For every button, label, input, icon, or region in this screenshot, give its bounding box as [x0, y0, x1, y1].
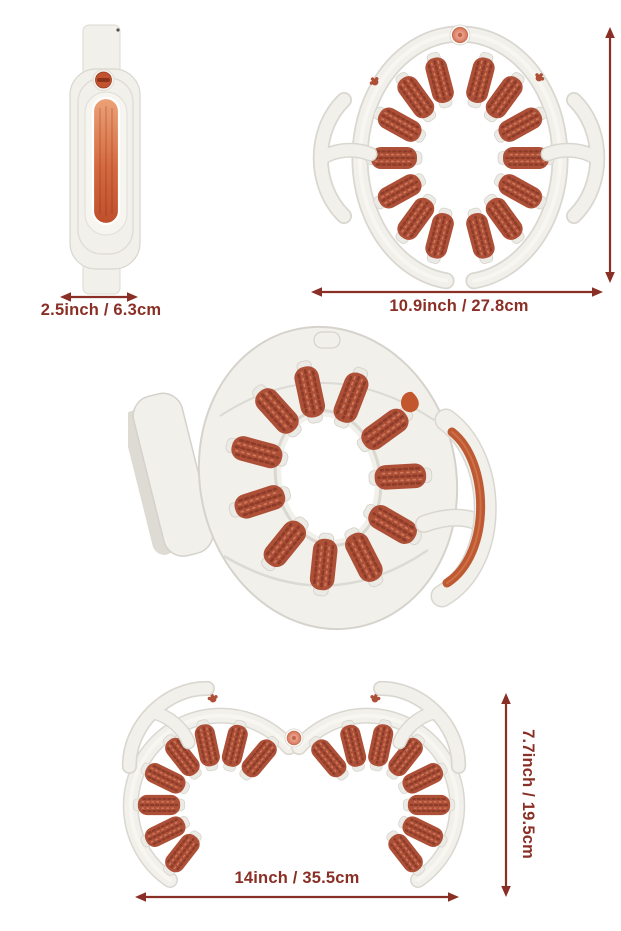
- product-front-ring-view: [303, 24, 615, 290]
- open-height-arrow: [501, 693, 511, 897]
- ring-width-label: 10.9inch / 27.8cm: [389, 297, 529, 315]
- adjust-dial: [92, 69, 115, 91]
- hinge-pin: [449, 24, 471, 46]
- roller: [402, 793, 456, 817]
- roller-strip-ridges: [99, 106, 113, 216]
- roller: [132, 793, 186, 817]
- product-side-view: [69, 24, 141, 295]
- open-height-label: 7.7inch / 19.5cm: [519, 729, 538, 859]
- ring-width-arrow: [311, 287, 603, 297]
- product-perspective-view: [128, 325, 497, 631]
- hinge-pin: [284, 728, 304, 748]
- side-width-label: 2.5inch / 6.3cm: [40, 301, 162, 319]
- right-arc-band: [291, 707, 466, 888]
- ring-height-arrow: [605, 27, 615, 283]
- grip-handle: [415, 408, 497, 608]
- release-button: [401, 391, 419, 413]
- flat-handle-blade: [128, 392, 214, 557]
- side-width-arrow: [60, 292, 138, 302]
- top-hinge-tab: [313, 331, 341, 349]
- product-open-view: [62, 678, 532, 888]
- massage-rollers: [364, 49, 556, 267]
- left-arc-band: [122, 707, 297, 888]
- strap-pin: [116, 28, 120, 32]
- side-roller-strip: [91, 96, 121, 226]
- open-width-arrow: [135, 892, 459, 902]
- open-width-label: 14inch / 35.5cm: [234, 869, 360, 887]
